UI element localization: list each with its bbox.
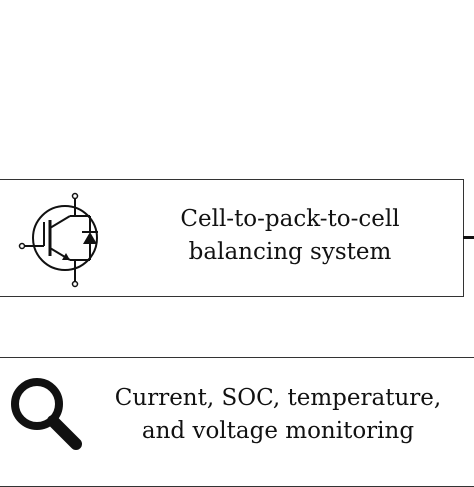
monitoring-label-line1: Current, SOC, temperature, <box>114 385 442 411</box>
balancing-label-line1: Cell-to-pack-to-cell <box>180 206 400 232</box>
search-icon <box>11 378 82 450</box>
output-connector-line <box>463 236 474 239</box>
igbt-transistor-icon <box>18 192 98 288</box>
monitoring-label-line2: and voltage monitoring <box>141 418 415 444</box>
balancing-label-line2: balancing system <box>188 239 392 265</box>
balancing-system-label: Cell-to-pack-to-cell balancing system <box>150 203 430 269</box>
monitoring-label: Current, SOC, temperature, and voltage m… <box>88 382 468 448</box>
balancing-system-box <box>0 179 464 297</box>
